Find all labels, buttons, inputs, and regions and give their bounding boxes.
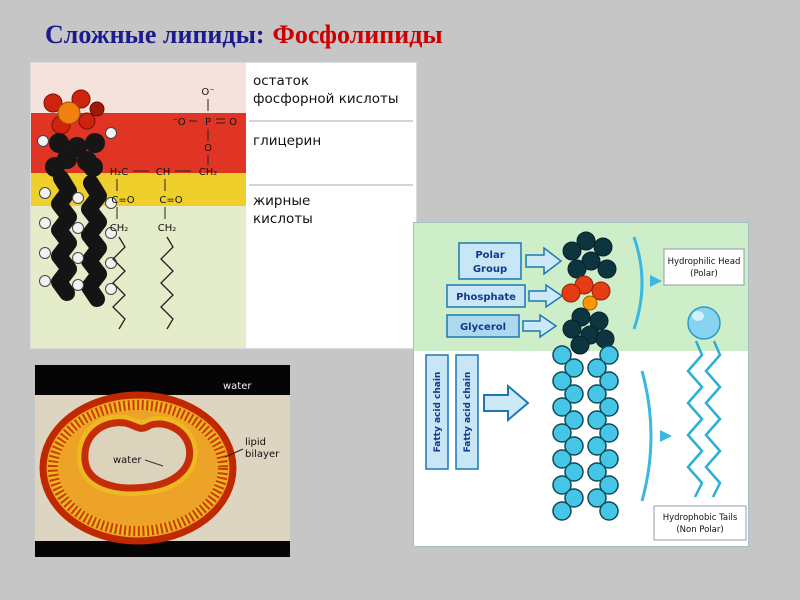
glycerol-box [446,314,520,338]
formula-ch2: CH₂ [199,167,218,178]
hydrophobic-label-line2: (Non Polar) [676,525,723,535]
tail-brace [640,370,653,502]
glycerol-arrow [522,313,558,339]
bilayer-label-line1: lipid [245,437,266,448]
water-pointer-line [144,459,164,467]
hydrophilic-label-line2: (Polar) [690,269,718,279]
polar-group-label-line1: Polar [475,250,504,261]
structural-formula: O⁻ ⁻O P O O H₂C CH CH₂ C=O C=O [110,87,237,330]
formula-h2c: H₂C [110,167,129,178]
structure-figure: O⁻ ⁻O P O O H₂C CH CH₂ C=O C=O [31,63,413,348]
bilayer-pointer-line [224,448,244,458]
water-outer-label: water [223,381,252,392]
formula-o-right: O [229,117,237,128]
polar-group-box [458,242,522,280]
head-brace [632,236,644,330]
tail-brace-arrow [660,430,672,442]
phospholipid-molecule [552,231,619,521]
big-arrow [483,383,530,423]
glycerol-label: Glycerol [460,322,506,333]
label-fatty-line1: жирные [253,193,310,209]
title-highlight: Фосфолипиды [272,20,443,49]
formula-ch2-right: CH₂ [158,223,177,234]
polar-group-arrow [525,246,563,276]
background-stripes [31,63,246,348]
liposome-vesicle [39,391,237,545]
fatty-acid-chain-label-left: Fatty acid chain [433,372,443,453]
phospholipid-diagram-panel: Polar Group Phosphate Glycerol Fatty aci… [413,222,749,547]
phosphate-box [446,284,526,308]
page-title: Сложные липиды:Фосфолипиды [45,20,443,50]
tail-zigzag-right [704,340,722,498]
tail-zigzag-left [686,340,704,498]
structure-labels: остаток фосфорной кислоты глицерин жирны… [249,73,413,227]
phospholipid-structure-panel: O⁻ ⁻O P O O H₂C CH CH₂ C=O C=O [30,62,417,349]
liposome-labels: water water lipid bilayer [113,381,280,467]
label-phosphate-line2: фосфорной кислоты [253,91,399,107]
water-inner-label: water [113,455,142,466]
symbolic-representation: Hydrophilic Head (Polar) Hydrophobic Tai… [632,236,747,541]
fatty-acid-chain-label-right: Fatty acid chain [463,372,473,453]
formula-p: P [205,117,211,128]
formula-ester-left: C=O [111,195,134,206]
liposome-figure: water water lipid bilayer [35,365,290,557]
head-sphere [687,306,721,340]
formula-o-left: ⁻O [172,117,185,128]
phosphate-arrow [528,283,564,309]
fatty-chain-zigzag-left [112,236,126,330]
molecule-tail-spheres [552,345,619,521]
label-fatty-line2: кислоты [253,211,313,227]
formula-ester-right: C=O [159,195,182,206]
hydrophilic-label-box [663,248,745,286]
liposome-panel: water water lipid bilayer [35,365,290,557]
hydrophobic-label-box [653,505,747,541]
label-phosphate-line1: остаток [253,73,309,89]
fatty-acid-chain-box-left [425,354,449,470]
bilayer-label-line2: bilayer [245,449,280,460]
formula-o-top: O⁻ [201,87,214,98]
hydrophilic-label-line1: Hydrophilic Head [668,257,741,267]
fatty-chain-zigzag-right [160,236,174,330]
component-labels: Polar Group Phosphate Glycerol Fatty aci… [425,242,564,470]
phosphate-label: Phosphate [456,292,516,303]
label-glycerol: глицерин [253,133,321,149]
formula-ch: CH [156,167,171,178]
diagram-figure: Polar Group Phosphate Glycerol Fatty aci… [414,223,748,546]
title-prefix: Сложные липиды: [45,20,265,49]
polar-group-label-line2: Group [473,264,507,275]
fatty-acid-chain-box-right [455,354,479,470]
hydrophobic-label-line1: Hydrophobic Tails [663,513,738,523]
head-brace-arrow [650,275,662,287]
molecular-model [37,89,117,307]
formula-ch2-left: CH₂ [110,223,129,234]
head-sphere-highlight [692,311,704,321]
formula-o-mid: O [204,143,212,154]
